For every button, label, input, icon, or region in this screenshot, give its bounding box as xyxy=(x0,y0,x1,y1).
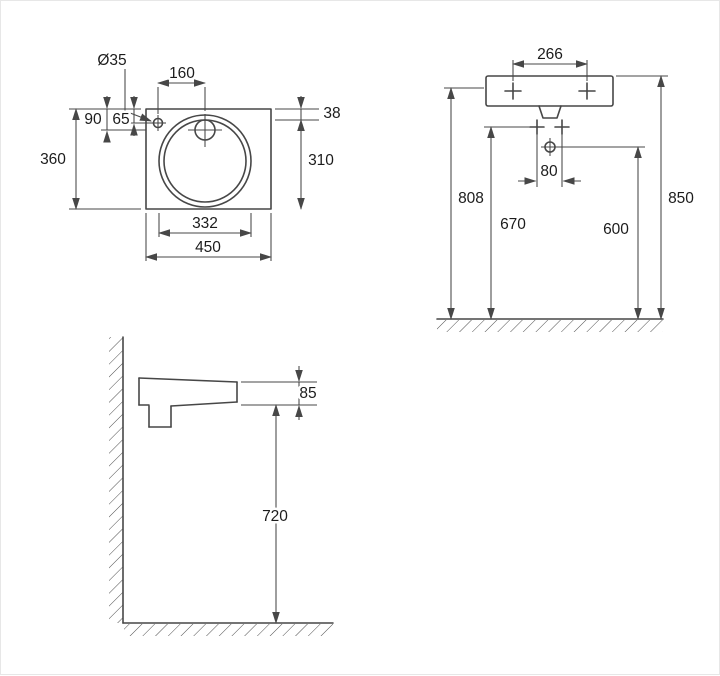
dim-rim-to-bowl: 38 xyxy=(275,96,343,125)
dim-offset-90: 90 xyxy=(82,96,146,143)
dim-overall-width: 450 xyxy=(145,213,272,261)
technical-drawing: Ø35 160 90 65 xyxy=(38,44,697,636)
dim-height-underside: 808 xyxy=(444,87,486,320)
top-view: Ø35 160 90 65 xyxy=(38,50,343,261)
dim-label-rim-to-bowl: 38 xyxy=(323,105,340,122)
dim-label-hole-spacing-80: 80 xyxy=(540,163,558,180)
wall-fixing-cross-right xyxy=(554,119,570,135)
dim-label-overall-width: 450 xyxy=(195,239,221,256)
dim-bowl-depth: 310 xyxy=(297,119,337,210)
dim-label-height-drain: 600 xyxy=(603,221,629,238)
dim-label-overall-depth: 360 xyxy=(40,151,66,168)
dim-label-apron-height: 85 xyxy=(299,385,316,402)
dim-hole-spacing: 160 xyxy=(157,63,206,114)
dim-label-overall-height: 850 xyxy=(668,190,694,207)
fixing-cross-left xyxy=(504,82,522,100)
dim-hole-spacing-80: 80 xyxy=(518,134,581,187)
fixing-cross-right xyxy=(578,82,596,100)
basin-plan-outline xyxy=(145,108,272,210)
dim-label-hole-spacing: 160 xyxy=(169,65,195,82)
dim-label-clearance-height: 720 xyxy=(262,508,288,525)
tap-hole-centerlines xyxy=(188,114,222,147)
dim-label-hole-diameter: Ø35 xyxy=(97,52,126,69)
dim-height-drain: 600 xyxy=(559,146,645,320)
side-view: 85 720 xyxy=(109,336,334,636)
wall-fixing-cross-left xyxy=(529,119,545,135)
front-view: 266 80 808 670 600 xyxy=(436,44,697,332)
dim-overall-depth: 360 xyxy=(38,108,141,210)
dim-label-offset-90: 90 xyxy=(84,111,102,128)
fixing-hole-centerlines xyxy=(150,115,166,131)
dim-label-bowl-width: 332 xyxy=(192,215,218,232)
dim-label-offset-65: 65 xyxy=(112,111,129,128)
drain-outlet xyxy=(538,105,562,119)
dim-clearance-height: 720 xyxy=(260,404,291,624)
dim-label-bowl-depth: 310 xyxy=(308,152,334,169)
dim-overall-height: 850 xyxy=(616,75,697,320)
waste-hole-centerlines xyxy=(541,138,559,156)
dim-offset-65: 65 xyxy=(110,96,150,136)
dim-apron-height: 85 xyxy=(241,366,319,420)
dim-label-fixing-spacing: 266 xyxy=(537,46,563,63)
dim-height-fixings: 670 xyxy=(484,126,530,320)
ground-hatch-front xyxy=(437,320,663,332)
dim-label-height-fixings: 670 xyxy=(500,216,526,233)
dim-label-height-underside: 808 xyxy=(458,190,484,207)
basin-front-outline xyxy=(485,75,614,107)
basin-profile xyxy=(138,377,238,428)
dim-hole-diameter: Ø35 xyxy=(95,50,152,122)
wall-hatch xyxy=(109,337,123,623)
ground-hatch-side xyxy=(124,624,333,636)
dim-bowl-width: 332 xyxy=(158,213,252,237)
dim-fixing-spacing: 266 xyxy=(512,44,588,81)
